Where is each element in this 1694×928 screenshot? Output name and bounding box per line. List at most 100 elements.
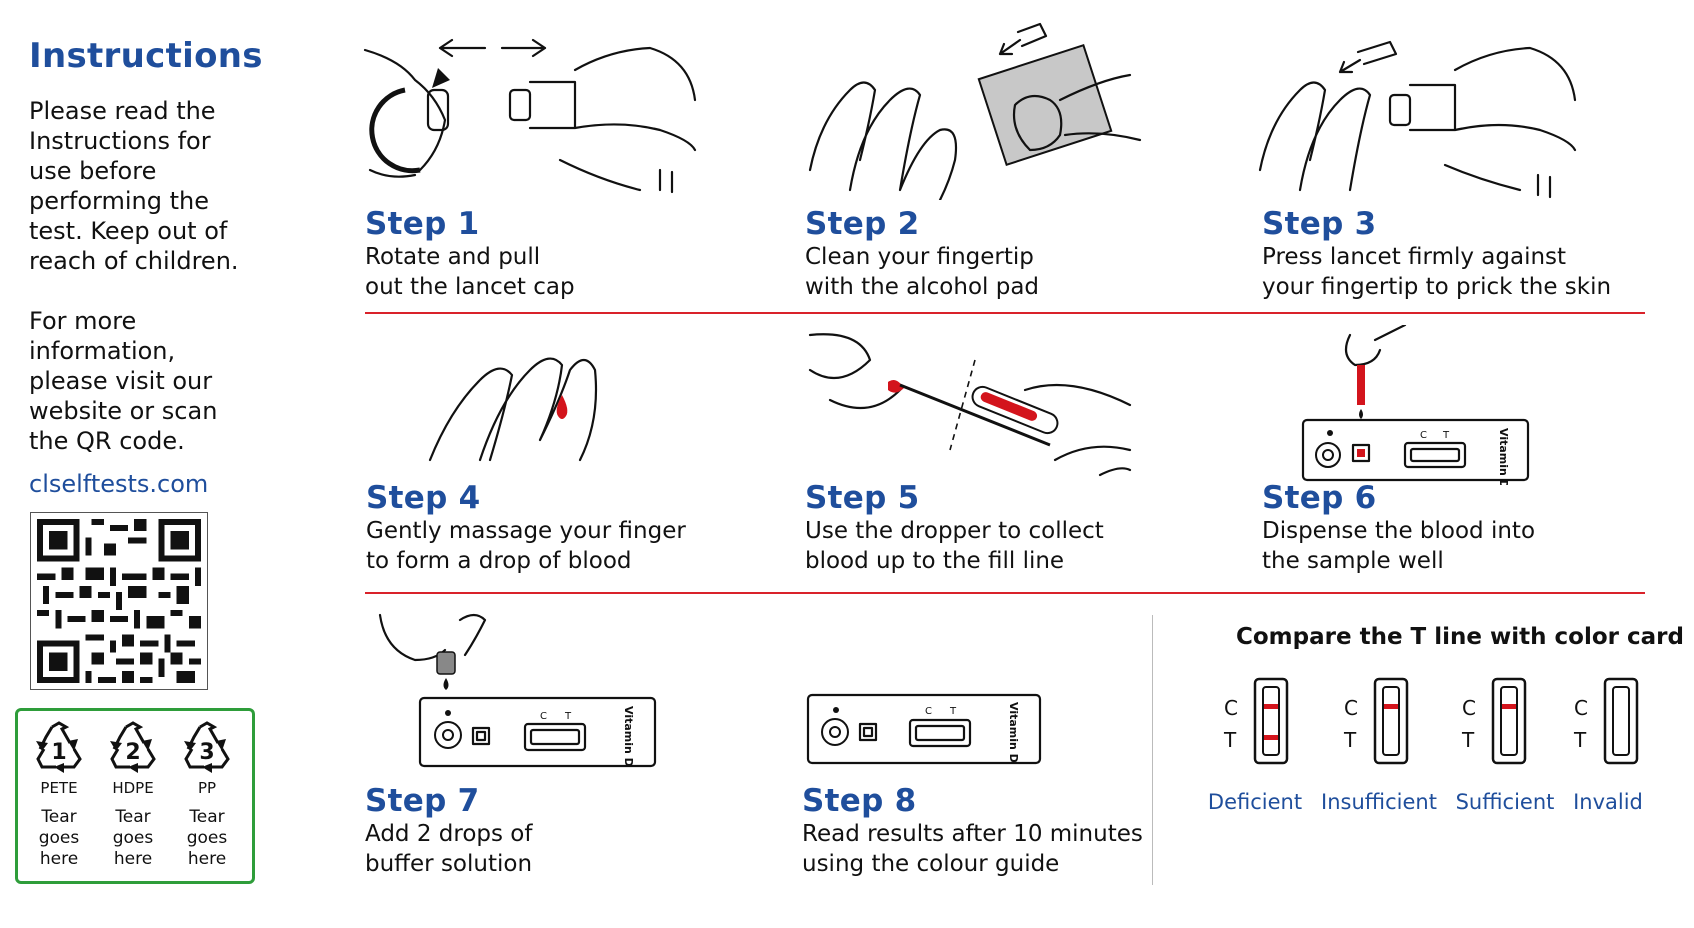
qr-code-icon	[31, 513, 207, 689]
vertical-divider	[1152, 615, 1153, 885]
website-link[interactable]: clselftests.com	[29, 470, 209, 498]
step-5-illustration	[808, 333, 1132, 477]
result-label: Insufficient	[1321, 790, 1437, 814]
result-label: Sufficient	[1455, 790, 1555, 814]
intro-line: performing the	[29, 187, 209, 215]
c-label: C	[1344, 696, 1358, 720]
step-text: out the lancet cap	[365, 274, 575, 300]
qr-code[interactable]	[30, 512, 208, 690]
svg-text:1: 1	[51, 740, 66, 765]
recycle-icon: 3	[184, 721, 230, 773]
step-text: Add 2 drops of	[365, 821, 533, 847]
step-text: Press lancet firmly against	[1262, 244, 1567, 270]
intro-line: reach of children.	[29, 247, 239, 275]
step-4-illustration	[428, 357, 598, 462]
step-8-illustration: C T Vitamin D	[806, 693, 1042, 765]
step-text: Read results after 10 minutes	[802, 821, 1143, 847]
intro-line: test. Keep out of	[29, 217, 228, 245]
more-line: website or scan	[29, 397, 218, 425]
step-7: Step 7 Add 2 drops of buffer solution	[365, 783, 532, 879]
step-1: Step 1 Rotate and pull out the lancet ca…	[365, 206, 575, 302]
more-info-text: For more information, please visit our w…	[29, 306, 269, 456]
c-label: C	[1224, 696, 1238, 720]
divider-line	[365, 312, 1645, 314]
recycle-icon: 1	[36, 721, 82, 773]
more-line: the QR code.	[29, 427, 185, 455]
more-line: information,	[29, 337, 176, 365]
more-line: For more	[29, 307, 137, 335]
c-label: C	[1462, 696, 1476, 720]
intro-line: Instructions for	[29, 127, 211, 155]
step-title: Step 7	[365, 783, 480, 819]
intro-line: Please read the	[29, 97, 216, 125]
step-text: Rotate and pull	[365, 244, 541, 270]
step-text: to form a drop of blood	[366, 548, 632, 574]
test-strip	[1373, 677, 1409, 765]
step-6-illustration: C T Vitamin D	[1301, 325, 1530, 485]
intro-text: Please read the Instructions for use bef…	[29, 96, 269, 276]
recycling-code-label: HDPE	[112, 779, 154, 797]
step-text: using the colour guide	[802, 851, 1060, 877]
step-text: Gently massage your finger	[366, 518, 686, 544]
svg-text:T: T	[949, 706, 957, 717]
more-line: please visit our	[29, 367, 213, 395]
divider-line	[365, 592, 1645, 594]
result-card-deficient: C T	[1220, 676, 1330, 776]
step-title: Step 4	[366, 480, 481, 516]
step-title: Step 8	[802, 783, 917, 819]
recycle-icon: 2	[110, 721, 156, 773]
svg-text:C: C	[925, 706, 932, 717]
step-text: buffer solution	[365, 851, 533, 877]
svg-text:Vitamin D: Vitamin D	[1007, 702, 1020, 763]
step-text: blood up to the fill line	[805, 548, 1065, 574]
step-title: Step 3	[1262, 206, 1377, 242]
t-label: T	[1462, 728, 1475, 752]
step-text: with the alcohol pad	[805, 274, 1040, 300]
test-strip	[1253, 677, 1289, 765]
step-2: Step 2 Clean your fingertip with the alc…	[805, 206, 1039, 302]
compare-title: Compare the T line with color card	[1236, 624, 1684, 650]
t-label: T	[1224, 728, 1237, 752]
step-text: Use the dropper to collect	[805, 518, 1104, 544]
step-title: Step 2	[805, 206, 920, 242]
intro-line: use before	[29, 157, 157, 185]
step-3: Step 3 Press lancet firmly against your …	[1262, 206, 1611, 302]
svg-text:C: C	[1420, 430, 1427, 441]
t-label: T	[1574, 728, 1587, 752]
page-title: Instructions	[29, 36, 263, 76]
step-7-illustration: C T Vitamin D	[378, 613, 657, 768]
step-8: Step 8 Read results after 10 minutes usi…	[802, 783, 1143, 879]
step-title: Step 5	[805, 480, 920, 516]
result-card-insufficient: C T	[1340, 676, 1450, 776]
step-5: Step 5 Use the dropper to collect blood …	[805, 480, 1104, 576]
svg-text:T: T	[564, 711, 572, 722]
step-text: Clean your fingertip	[805, 244, 1034, 270]
result-card-invalid: C T	[1570, 676, 1680, 776]
c-label: C	[1574, 696, 1588, 720]
step-text: the sample well	[1262, 548, 1444, 574]
step-1-illustration	[363, 38, 697, 194]
step-text: Dispense the blood into	[1262, 518, 1536, 544]
result-label: Deficient	[1207, 790, 1303, 814]
recycling-code-label: PP	[197, 779, 217, 797]
test-strip	[1491, 677, 1527, 765]
result-label: Invalid	[1573, 790, 1643, 814]
svg-text:T: T	[1442, 430, 1450, 441]
recycling-code-label: PETE	[40, 779, 78, 797]
svg-text:Vitamin D: Vitamin D	[622, 706, 635, 767]
step-3-illustration	[1258, 40, 1577, 199]
svg-text:2: 2	[125, 740, 140, 765]
step-title: Step 1	[365, 206, 480, 242]
svg-text:Vitamin D: Vitamin D	[1497, 428, 1510, 485]
result-card-sufficient: C T	[1458, 676, 1568, 776]
step-2-illustration	[808, 22, 1142, 200]
test-strip	[1603, 677, 1639, 765]
step-6: Step 6 Dispense the blood into the sampl…	[1262, 480, 1535, 576]
